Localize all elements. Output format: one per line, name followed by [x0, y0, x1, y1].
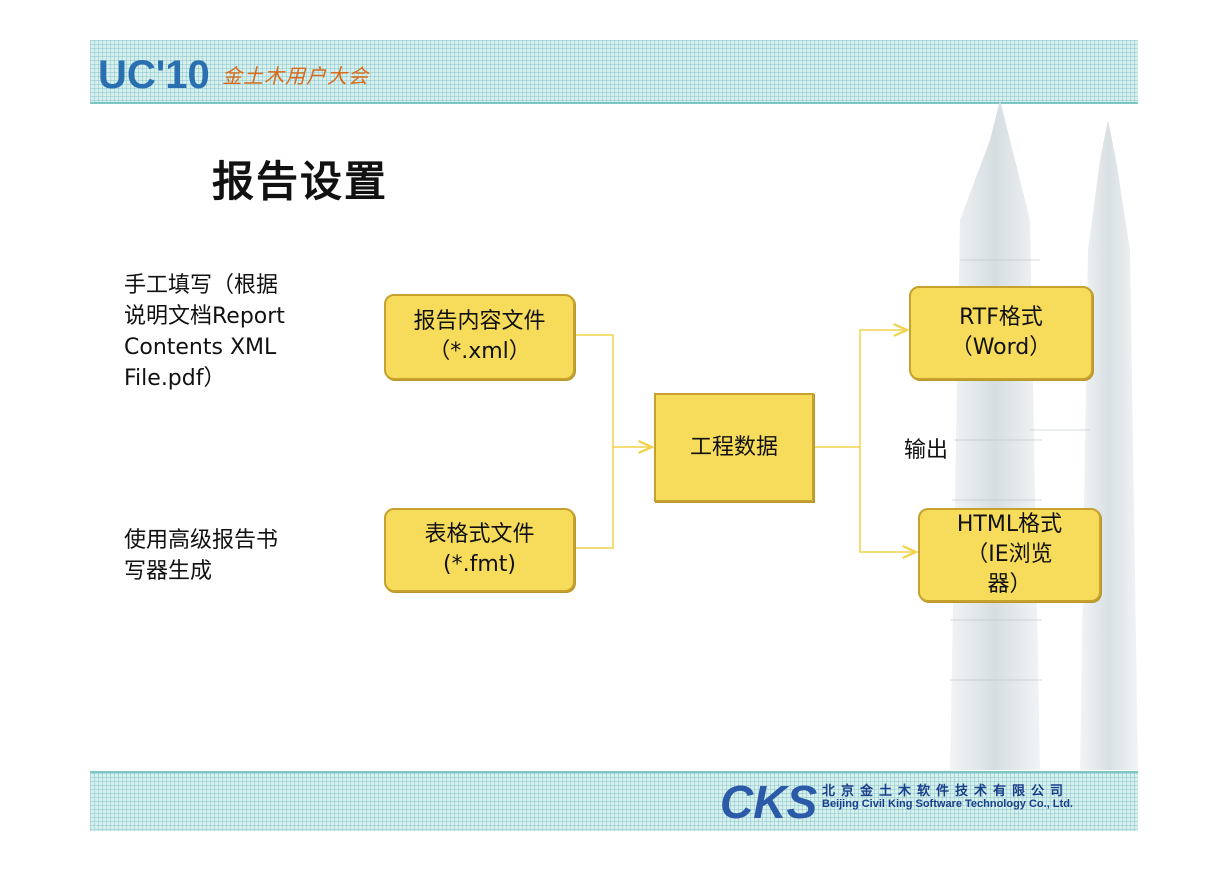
report-writer-description: 使用高级报告书 写器生成	[124, 525, 334, 587]
svg-text:UC'10: UC'10	[98, 53, 210, 97]
manual-line: Contents XML	[124, 335, 277, 360]
box-line: RTF格式	[959, 305, 1043, 330]
report-content-file-box: 报告内容文件 （*.xml）	[384, 294, 575, 380]
connector-data-to-rtf	[812, 330, 907, 448]
manual-fill-description: 手工填写（根据 说明文档Report Contents XML File.pdf…	[124, 270, 334, 394]
company-name-cn: 北京金土木软件技术有限公司	[822, 784, 1070, 799]
manual-line: 说明文档Report	[124, 304, 285, 329]
box-line: 工程数据	[689, 434, 778, 460]
writer-line: 使用高级报告书	[124, 528, 279, 553]
html-format-box: HTML格式 （IE浏览 器）	[918, 508, 1101, 602]
box-line: 报告内容文件	[413, 309, 546, 334]
rtf-format-box: RTF格式 （Word）	[909, 286, 1093, 380]
conference-name: 金土木用户大会	[222, 64, 369, 88]
box-line: （Word）	[950, 335, 1052, 360]
manual-line: File.pdf）	[124, 366, 226, 391]
box-line: 器）	[987, 572, 1032, 597]
box-line: (*.fmt)	[443, 552, 516, 577]
box-line: HTML格式	[956, 512, 1063, 537]
connector-fmt-to-data	[573, 447, 614, 549]
table-format-file-box: 表格式文件 (*.fmt)	[384, 508, 575, 592]
tower-background-image	[950, 100, 1138, 770]
connector-data-to-html	[859, 447, 916, 552]
project-data-box: 工程数据	[654, 393, 814, 502]
svg-text:CKS: CKS	[720, 776, 817, 826]
company-logo: CKS	[720, 776, 817, 826]
output-label: 输出	[904, 438, 949, 463]
header-band	[90, 40, 1138, 104]
conference-logo: UC'10	[98, 53, 210, 97]
company-name-en: Beijing Civil King Software Technology C…	[822, 798, 1073, 810]
footer-band	[90, 771, 1138, 831]
manual-line: 手工填写（根据	[124, 273, 279, 298]
connector-content-to-data	[573, 334, 652, 447]
box-line: （IE浏览	[966, 542, 1053, 567]
box-line: 表格式文件	[424, 522, 535, 547]
box-line: （*.xml）	[428, 339, 531, 364]
slide-title: 报告设置	[212, 157, 389, 206]
writer-line: 写器生成	[124, 559, 213, 584]
